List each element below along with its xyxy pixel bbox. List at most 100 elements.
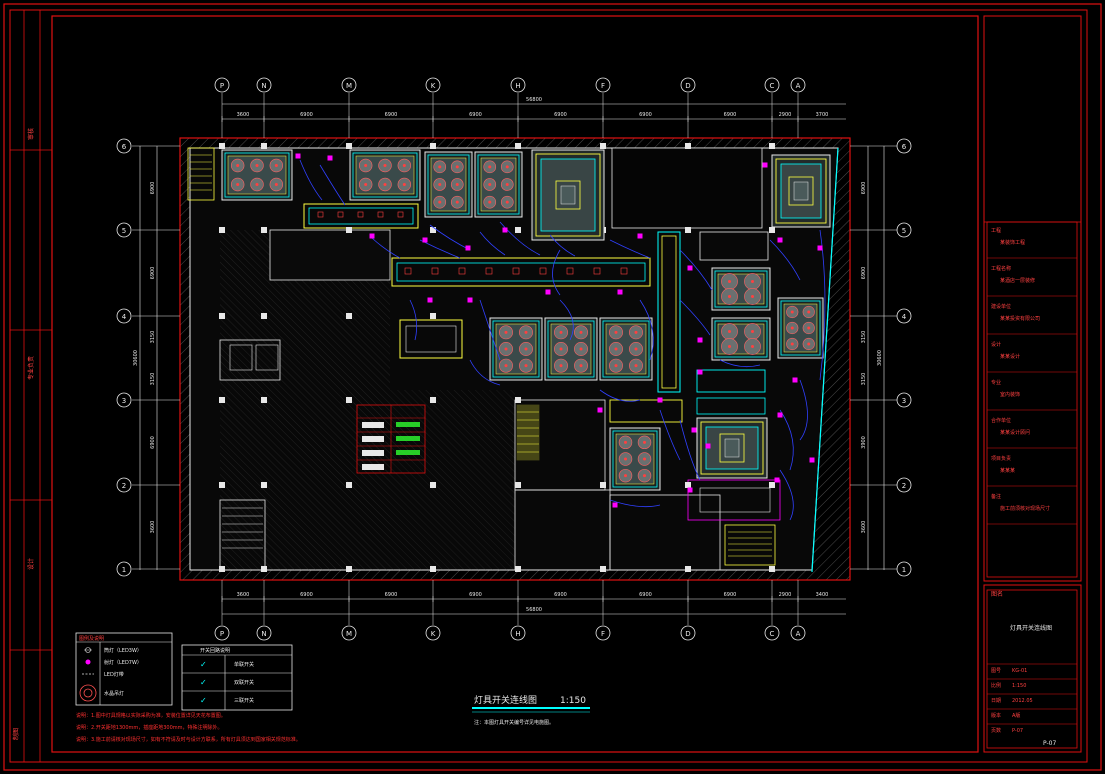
grid-bubble bbox=[896, 477, 912, 493]
sheet-row-label: 版本 bbox=[991, 712, 1001, 719]
grid-col-label-top: K bbox=[431, 82, 436, 90]
legend-switch-title: 开关回路说明 bbox=[200, 647, 230, 654]
dim-top-segment: 6900 bbox=[300, 112, 313, 118]
title-block-label: 备注 bbox=[991, 493, 1001, 500]
dim-bottom-segment: 2900 bbox=[779, 592, 792, 598]
grid-bubble bbox=[116, 477, 132, 493]
switch-marker bbox=[597, 407, 603, 413]
grid-bubble bbox=[680, 625, 696, 641]
dim-right-total: 30600 bbox=[877, 350, 883, 366]
grid-row-label-right: 5 bbox=[902, 227, 906, 235]
frame-left-label-2: 设计 bbox=[27, 558, 35, 570]
title-block-label: 设计 bbox=[991, 341, 1001, 348]
title-block-value: 某某某 bbox=[1000, 468, 1015, 474]
dim-right-segment: 6900 bbox=[861, 182, 867, 195]
switch-marker bbox=[467, 297, 473, 303]
dim-top-segment: 3700 bbox=[816, 112, 829, 118]
grid-col-label-top: N bbox=[261, 82, 266, 90]
legend-switch-item-1: 双联开关 bbox=[234, 679, 254, 686]
note-1: 说明：2.开关距地1300mm，插座距地300mm，特殊注明除外。 bbox=[76, 724, 223, 731]
dim-left-segment: 3150 bbox=[150, 331, 156, 344]
switch-marker bbox=[465, 245, 471, 251]
sheet-row-label: 比例 bbox=[991, 682, 1001, 689]
dim-top-segment: 2900 bbox=[779, 112, 792, 118]
frame-left-label-0: 审核 bbox=[27, 128, 35, 140]
ceiling-light-panel bbox=[711, 267, 771, 311]
switch-marker bbox=[327, 155, 333, 161]
title-block-label: 建设单位 bbox=[991, 303, 1011, 310]
grid-bubble bbox=[896, 222, 912, 238]
grid-bubble bbox=[425, 77, 441, 93]
title-block-value: 某某设计顾问 bbox=[1000, 429, 1030, 436]
switch-marker bbox=[777, 237, 783, 243]
title-block-label: 工程名称 bbox=[991, 265, 1011, 272]
grid-row-label-left: 6 bbox=[122, 143, 127, 151]
dim-bottom-segment: 3600 bbox=[237, 592, 250, 598]
title-block-label: 工程 bbox=[991, 227, 1001, 234]
switch-marker bbox=[427, 297, 433, 303]
dim-bottom-segment: 6900 bbox=[639, 592, 652, 598]
grid-col-label-bottom: A bbox=[796, 630, 801, 638]
coffered-ceiling-main bbox=[531, 149, 605, 241]
grid-bubble bbox=[790, 77, 806, 93]
grid-bubble bbox=[896, 561, 912, 577]
grid-bubble bbox=[896, 138, 912, 154]
ceiling-light-panel bbox=[609, 427, 661, 491]
dim-top-total: 56800 bbox=[526, 97, 542, 103]
grid-bubble bbox=[595, 625, 611, 641]
grid-row-label-left: 4 bbox=[122, 313, 127, 321]
ceiling-light-panel bbox=[599, 317, 653, 381]
switch-marker bbox=[691, 427, 697, 433]
grid-row-label-right: 1 bbox=[902, 566, 906, 574]
switch-marker bbox=[637, 233, 643, 239]
grid-bubble bbox=[680, 77, 696, 93]
switch-marker bbox=[697, 337, 703, 343]
ceiling-light-panel bbox=[711, 317, 771, 361]
dim-left-segment: 6900 bbox=[150, 182, 156, 195]
legend-lighting-item-3: 水晶吊灯 bbox=[104, 690, 124, 697]
grid-bubble bbox=[116, 561, 132, 577]
grid-bubble bbox=[896, 392, 912, 408]
check-icon: ✓ bbox=[200, 696, 207, 705]
switch-marker bbox=[777, 412, 783, 418]
dim-right-segment: 3150 bbox=[861, 373, 867, 386]
check-icon: ✓ bbox=[200, 678, 207, 687]
title-block-value: 室内装饰 bbox=[1000, 391, 1020, 398]
dim-bottom-segment: 3400 bbox=[816, 592, 829, 598]
dim-bottom-segment: 6900 bbox=[724, 592, 737, 598]
title-block: 工程某装饰工程工程名称某酒店一层装修建设单位某某投资有限公司设计某某设计专业室内… bbox=[983, 15, 1082, 753]
dim-left-segment: 3150 bbox=[150, 373, 156, 386]
title-block-label: 项目负责 bbox=[991, 455, 1011, 462]
title-block-value: 施工前须核对现场尺寸 bbox=[1000, 505, 1050, 512]
sheet-row-label: 日期 bbox=[991, 698, 1001, 704]
sheet-row-value: 1:150 bbox=[1012, 683, 1026, 689]
switch-marker bbox=[697, 369, 703, 375]
legend-switch-item-0: 单联开关 bbox=[234, 661, 254, 668]
dim-bottom-segment: 6900 bbox=[469, 592, 482, 598]
dim-right-segment: 3150 bbox=[861, 331, 867, 344]
grid-col-label-bottom: F bbox=[601, 630, 605, 638]
switch-marker bbox=[617, 289, 623, 295]
dim-top-segment: 3600 bbox=[237, 112, 250, 118]
switch-marker bbox=[809, 457, 815, 463]
dim-bottom-total: 56800 bbox=[526, 607, 542, 613]
note-2: 说明：3.施工前请核对现场尺寸，如有不符请及时与设计方联系，所有灯具须达到国家相… bbox=[76, 736, 301, 743]
switch-marker bbox=[705, 443, 711, 449]
sheet-row-value: P-07 bbox=[1012, 728, 1023, 734]
switch-marker bbox=[369, 233, 375, 239]
title-block-value: 某某设计 bbox=[1000, 353, 1020, 360]
grid-bubble bbox=[896, 308, 912, 324]
ceiling-light-panel bbox=[221, 149, 293, 201]
sheet-row-value: 2012.05 bbox=[1012, 698, 1033, 704]
grid-row-label-left: 5 bbox=[122, 227, 126, 235]
switch-marker bbox=[762, 162, 768, 168]
grid-bubble bbox=[341, 77, 357, 93]
grid-bubble bbox=[595, 77, 611, 93]
grid-col-label-bottom: D bbox=[685, 630, 690, 638]
dim-left-segment: 6900 bbox=[150, 267, 156, 280]
legend-lighting: 图例及说明 筒灯（LED3W） 射灯（LED7W） LED灯带 水晶吊灯 bbox=[75, 632, 173, 706]
grid-col-label-bottom: H bbox=[515, 630, 520, 638]
switch-marker bbox=[502, 227, 508, 233]
notes: 说明：1.图中灯具规格以实际采购为准，安装位置详见天花布置图。 说明：2.开关距… bbox=[76, 712, 301, 743]
grid-row-label-left: 3 bbox=[122, 397, 126, 405]
